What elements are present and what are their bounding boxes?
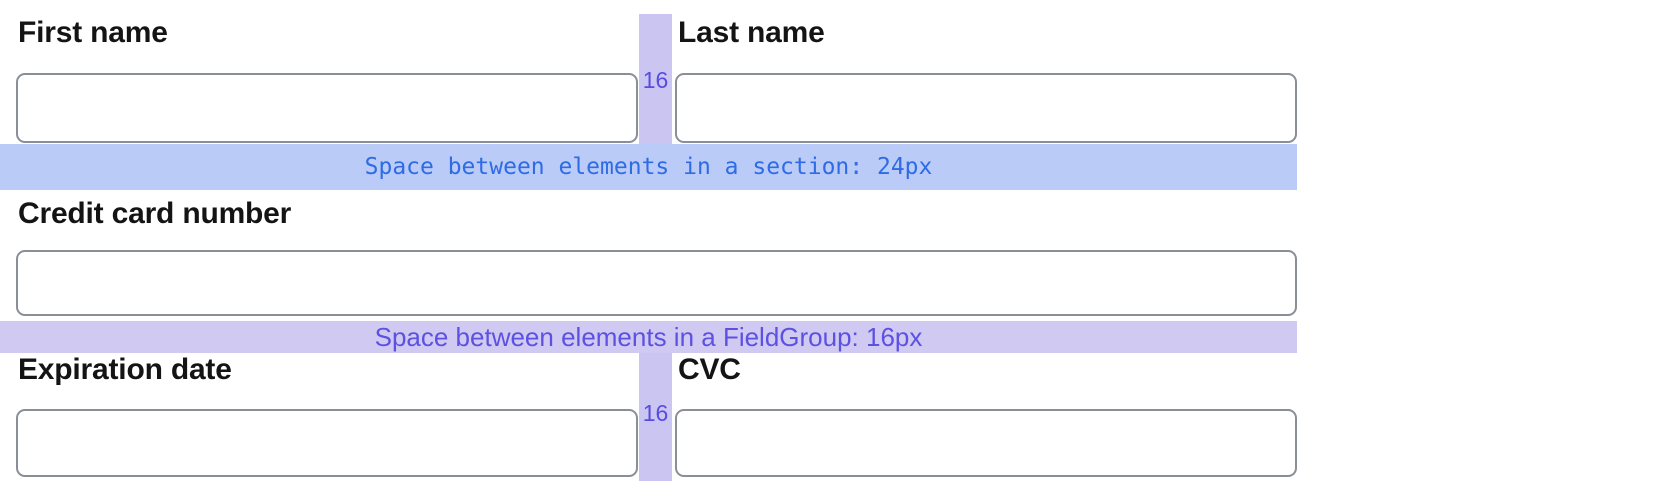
column-gap-size-label-bottom: 16	[642, 400, 669, 426]
column-gap-size-label-top: 16	[642, 67, 669, 93]
card-number-input[interactable]	[16, 250, 1297, 316]
fieldgroup-spacing-ruler-text: Space between elements in a FieldGroup: …	[374, 321, 923, 352]
column-gap-ruler-bottom	[639, 353, 672, 481]
section-spacing-ruler-text: Space between elements in a section: 24p…	[364, 154, 933, 180]
cvc-label: CVC	[678, 353, 741, 386]
cvc-input[interactable]	[675, 409, 1297, 477]
last-name-input[interactable]	[675, 73, 1297, 143]
first-name-input[interactable]	[16, 73, 638, 143]
first-name-label: First name	[18, 16, 168, 49]
expiration-date-input[interactable]	[16, 409, 638, 477]
section-spacing-ruler: Space between elements in a section: 24p…	[0, 144, 1297, 190]
card-number-label: Credit card number	[18, 197, 292, 230]
expiration-date-label: Expiration date	[18, 353, 232, 386]
last-name-label: Last name	[678, 16, 825, 49]
column-gap-ruler-top	[639, 14, 672, 144]
fieldgroup-spacing-ruler: Space between elements in a FieldGroup: …	[0, 321, 1297, 353]
